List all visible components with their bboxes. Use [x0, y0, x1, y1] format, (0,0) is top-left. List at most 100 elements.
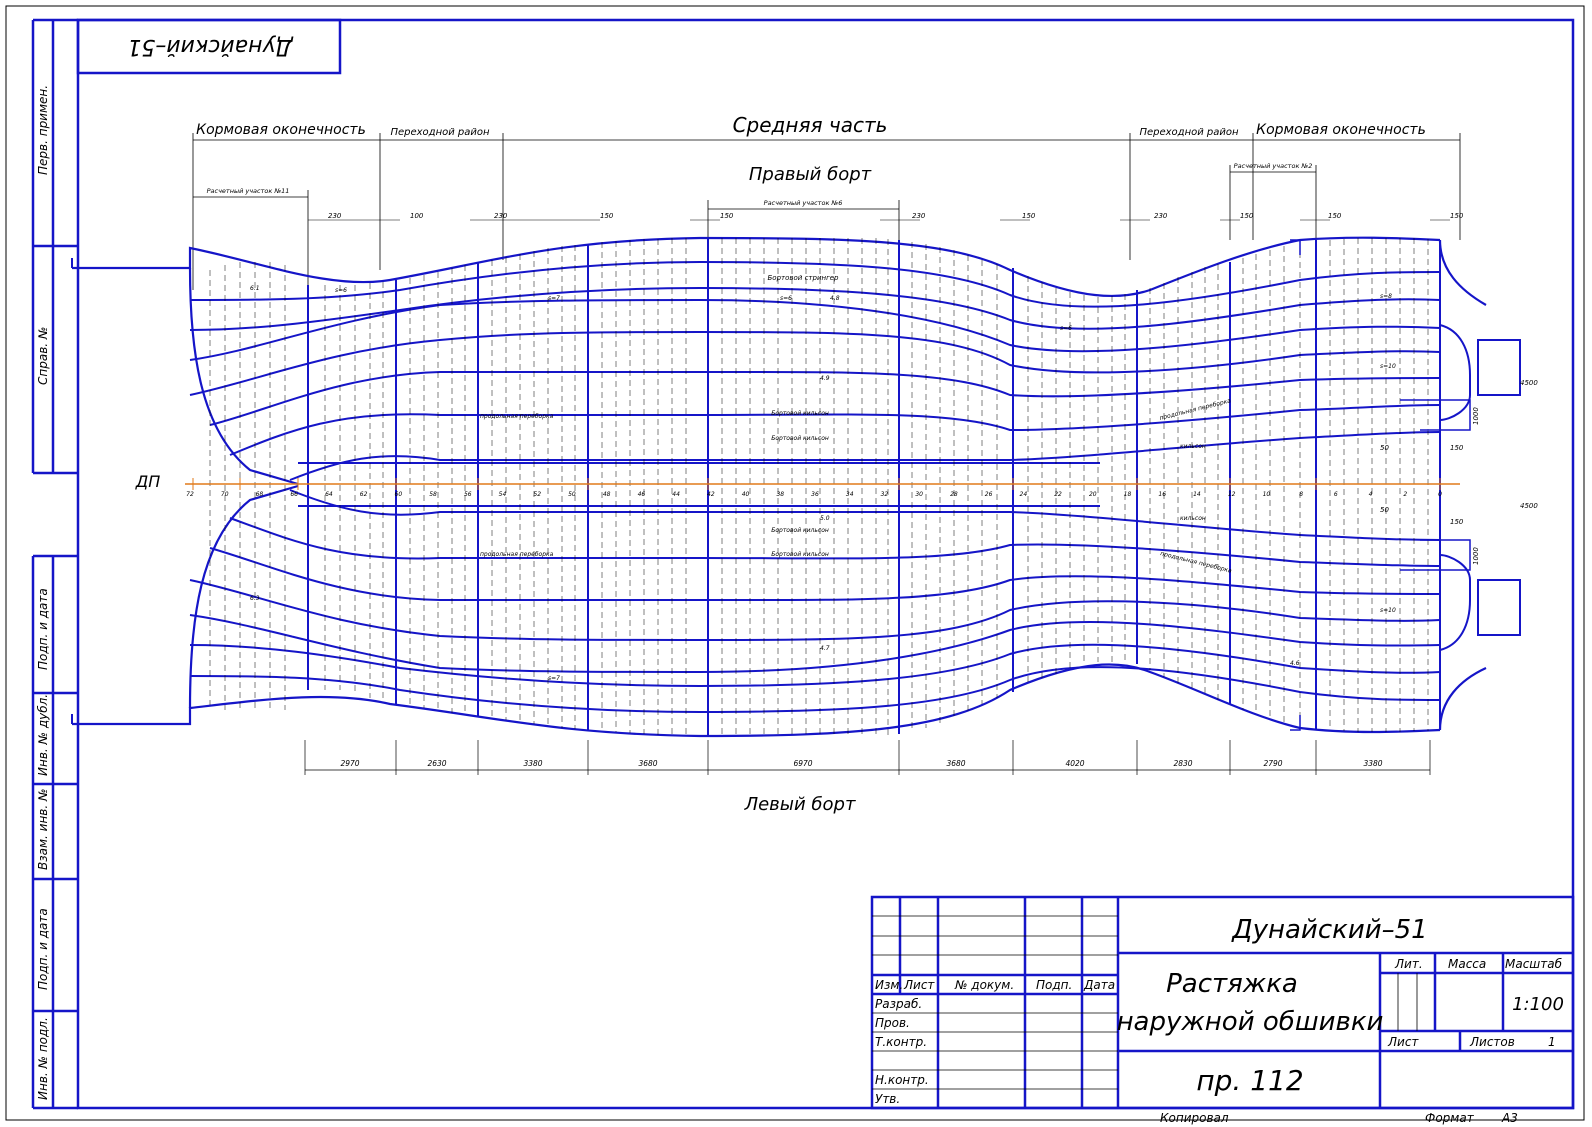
frame-number: 70 [221, 491, 229, 498]
inner-labels: Бортовой стрингер продольная переборка Б… [480, 274, 1233, 575]
frame-number: 16 [1158, 491, 1166, 498]
top-dim-3: 230 [494, 212, 508, 220]
frame-number: 12 [1228, 491, 1236, 498]
thk-3: s=6 [780, 295, 792, 302]
frame-number: 68 [256, 491, 264, 498]
top-dim-4: 150 [600, 212, 614, 220]
bottom-dim-lines [304, 740, 1431, 775]
hdr-list: Лист [903, 978, 935, 992]
inner-label-10: кильсон [1180, 443, 1206, 450]
frame-number: 72 [186, 491, 194, 498]
frame-number: 48 [603, 491, 611, 498]
bottom-dims: 2970 2630 3380 3680 6970 3680 4020 2830 … [340, 759, 1382, 768]
top-dim-7: 150 [1022, 212, 1036, 220]
sheet-label: Лист [1387, 1035, 1419, 1049]
footer-format-value: А3 [1501, 1111, 1518, 1125]
role-5: Н.контр. [875, 1073, 929, 1087]
inner-label-3: Бортовой кильсон [771, 410, 829, 417]
sheets-label: Листов [1469, 1035, 1515, 1049]
right-transition-label: Переходной район [1139, 127, 1239, 138]
side-label-2: Справ. № [36, 327, 50, 385]
frame-number: 20 [1089, 491, 1097, 498]
role-3: Т.контр. [875, 1035, 927, 1049]
frame-number: 2 [1403, 491, 1407, 498]
right-dim-1: 4500 [1520, 379, 1538, 387]
frame-number: 0 [1438, 491, 1442, 498]
side-label-5: Взам. инв. № [36, 789, 50, 870]
side-label-3: Подп. и дата [36, 588, 50, 670]
role-2: Пров. [875, 1016, 910, 1030]
top-dim-6: 230 [912, 212, 926, 220]
hdr-podp: Подп. [1036, 978, 1072, 992]
frame-number: 42 [707, 491, 715, 498]
inner-label-11: кильсон [1180, 515, 1206, 522]
top-dims: 230 100 230 150 150 230 150 230 150 150 … [328, 212, 1464, 220]
frame-number: 30 [915, 491, 923, 498]
bottom-dim-2: 2630 [427, 759, 446, 768]
side-label-6: Подп. и дата [36, 908, 50, 990]
bottom-dim-3: 3380 [523, 759, 542, 768]
frame-number: 54 [499, 491, 507, 498]
title-line1: Растяжка [1166, 969, 1298, 999]
top-dim-5: 150 [720, 212, 734, 220]
frame-number: 14 [1193, 491, 1201, 498]
hdr-data: Дата [1083, 978, 1115, 992]
footer-format: Формат [1425, 1111, 1475, 1125]
top-dim-2: 100 [410, 212, 424, 220]
frame-number: 58 [429, 491, 437, 498]
calc-section-2: Расчетный участок №2 [1234, 162, 1313, 170]
right-dim-3: 1000 [1472, 407, 1480, 425]
frame-number: 40 [742, 491, 750, 498]
frame-number: 52 [533, 491, 541, 498]
frame-number: 56 [464, 491, 472, 498]
frame-number: 60 [395, 491, 403, 498]
top-stamp-box [76, 18, 342, 75]
top-dim-10: 150 [1328, 212, 1342, 220]
frame-number: 34 [846, 491, 854, 498]
left-stern-label: Кормовая оконечность [196, 122, 366, 138]
starboard-label: Правый борт [749, 164, 872, 185]
title-line2: наружной обшивки [1117, 1007, 1384, 1037]
thk-12: s=10 [1380, 607, 1396, 614]
frame-number: 66 [290, 491, 298, 498]
side-label-7: Инв. № подл. [36, 1017, 50, 1100]
thk-13: s=7 [548, 675, 560, 682]
thk-9: 6.3 [250, 595, 260, 602]
thk-14: 4.9 [820, 375, 830, 382]
right-dim-6: 150 [1450, 518, 1464, 526]
top-stamp-text: Дунайский–51 [127, 34, 293, 59]
right-dim-4: 1000 [1472, 547, 1480, 565]
bottom-dim-10: 3380 [1363, 759, 1382, 768]
frame-number: 32 [881, 491, 889, 498]
side-strip [31, 18, 78, 1110]
thk-7: s=8 [1380, 293, 1392, 300]
frame-number: 62 [360, 491, 368, 498]
frame-number: 22 [1054, 491, 1062, 498]
frame-number: 38 [776, 491, 784, 498]
right-stern-label: Кормовая оконечность [1256, 122, 1426, 138]
thk-5: s=6 [1060, 325, 1072, 332]
inner-label-4: Бортовой кильсон [771, 435, 829, 442]
bottom-dim-6: 3680 [946, 759, 965, 768]
thk-6: s=10 [1380, 363, 1396, 370]
frame-number: 24 [1020, 491, 1028, 498]
right-dim-5: 150 [1450, 444, 1464, 452]
calc-section-6: Расчетный участок №6 [764, 199, 843, 207]
masshtab-label: Масштаб [1505, 957, 1563, 971]
inner-label-2: продольная переборка [480, 413, 554, 420]
frame-number: 50 [568, 491, 576, 498]
bottom-dim-9: 2790 [1263, 759, 1282, 768]
thk-15: 5.0 [820, 515, 830, 522]
title-project: Дунайский–51 [1231, 915, 1427, 945]
frame-number: 18 [1124, 491, 1132, 498]
scale-value: 1:100 [1512, 994, 1564, 1015]
title-block-thin [872, 915, 1418, 1090]
thk-10: 4.7 [820, 645, 830, 652]
right-dims: 4500 4500 1000 1000 150 150 50 50 [1380, 379, 1538, 565]
inner-label-6: продольная переборка [480, 551, 554, 558]
title-code: пр. 112 [1196, 1064, 1303, 1097]
top-dim-8: 230 [1154, 212, 1168, 220]
calc-section-11: Расчетный участок №11 [207, 187, 290, 195]
bottom-dim-1: 2970 [340, 759, 359, 768]
